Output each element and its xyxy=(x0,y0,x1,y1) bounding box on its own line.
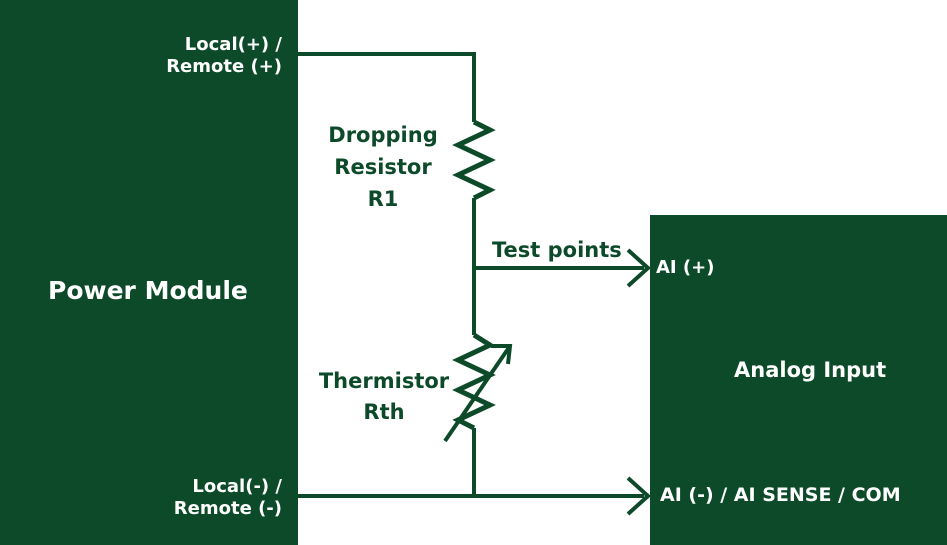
power-module-block xyxy=(0,0,298,545)
ai-negative-terminal-label: AI (-) / AI SENSE / COM xyxy=(660,484,901,506)
power-module-title: Power Module xyxy=(48,276,248,305)
ai-positive-terminal-label: AI (+) xyxy=(656,257,715,278)
wire-positive-supply xyxy=(298,52,476,122)
thermistor-arrow-head xyxy=(491,344,513,365)
power-negative-terminal-label: Local(-) / Remote (-) xyxy=(173,476,282,519)
test-points-label: Test points xyxy=(492,238,622,262)
arrow-ai-negative xyxy=(626,476,651,516)
dropping-resistor-symbol xyxy=(452,119,496,201)
power-positive-terminal-label: Local(+) / Remote (+) xyxy=(166,34,282,77)
analog-input-block xyxy=(650,215,947,545)
arrow-ai-positive xyxy=(626,248,651,288)
dropping-resistor-label: Dropping Resistor R1 xyxy=(328,123,438,211)
analog-input-title: Analog Input xyxy=(734,358,887,382)
thermistor-variable-line xyxy=(443,344,512,443)
thermistor-label: Thermistor Rth xyxy=(318,369,450,424)
